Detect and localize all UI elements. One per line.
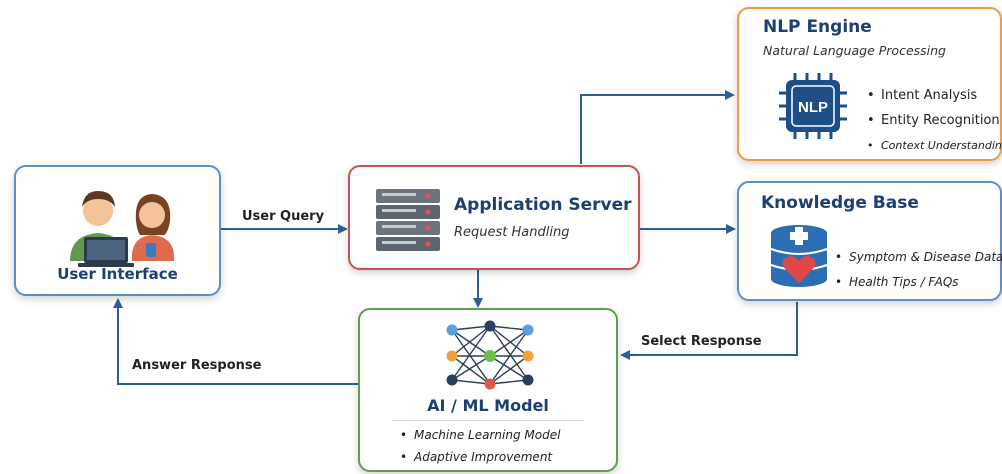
knowledge-base-list: Symptom & Disease Data Health Tips / FAQ…: [835, 245, 1002, 295]
nlp-item: Context Understanding: [867, 133, 1002, 158]
knowledge-item: Symptom & Disease Data: [835, 245, 1002, 270]
nlp-item: Entity Recognition: [867, 108, 1002, 133]
application-server-subtitle: Request Handling: [454, 225, 570, 240]
nlp-item: Intent Analysis: [867, 83, 1002, 108]
knowledge-base-title: Knowledge Base: [761, 193, 919, 213]
nlp-engine-title: NLP Engine: [763, 17, 872, 37]
edge-label-user-query: User Query: [242, 209, 325, 224]
ai-ml-model-box: AI / ML Model Machine Learning Model Ada…: [358, 308, 618, 472]
arrow-answer-response: [113, 298, 358, 385]
server-rack-icon: [376, 189, 440, 251]
knowledge-item: Health Tips / FAQs: [835, 270, 1002, 295]
user-interface-title: User Interface: [57, 265, 178, 283]
model-item: Machine Learning Model: [400, 424, 560, 446]
nlp-engine-box: NLP Engine Natural Language Processing N…: [737, 7, 1002, 161]
user-interface-box: User Interface: [14, 165, 221, 296]
ai-ml-model-list: Machine Learning Model Adaptive Improvem…: [400, 424, 560, 468]
database-health-icon: [770, 225, 828, 287]
application-server-box: Application Server Request Handling: [348, 165, 640, 270]
edge-label-select-response: Select Response: [641, 334, 762, 349]
ai-ml-model-divider: [392, 420, 584, 421]
arrow-to-nlp: [580, 90, 735, 164]
nlp-chip-label: NLP: [798, 99, 828, 116]
nlp-engine-list: Intent Analysis Entity Recognition Conte…: [867, 83, 1002, 158]
edge-label-answer-response: Answer Response: [132, 358, 262, 373]
nlp-engine-subtitle: Natural Language Processing: [763, 43, 946, 58]
knowledge-base-box: Knowledge Base Symptom & Disease Data He…: [737, 181, 1002, 301]
ai-ml-model-title: AI / ML Model: [427, 396, 549, 415]
neural-network-icon: [446, 320, 534, 390]
nlp-chip-icon: NLP: [779, 73, 847, 139]
arrow-select-response: [620, 302, 798, 360]
users-icon: [70, 191, 175, 267]
model-item: Adaptive Improvement: [400, 446, 560, 468]
application-server-title: Application Server: [454, 195, 632, 215]
